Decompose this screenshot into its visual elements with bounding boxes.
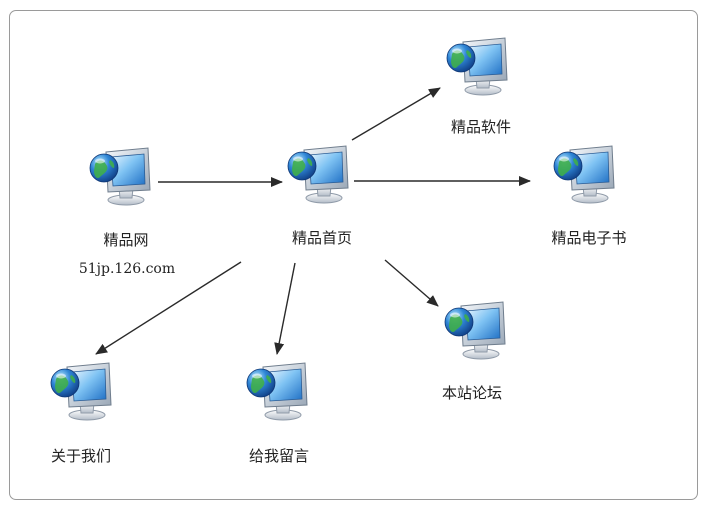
computer-monitor-icon [553, 145, 615, 204]
node-label: 本站论坛 [442, 384, 502, 402]
node-label: 精品电子书 [551, 229, 626, 247]
computer-monitor-icon [444, 301, 506, 360]
edge-shouye-to-liuyan [274, 262, 296, 355]
node-jingpin-shouye[interactable]: 精品首页 [287, 145, 352, 247]
node-jingpin-ruanjian[interactable]: 精品软件 [446, 37, 511, 136]
computer-monitor-icon [446, 37, 508, 96]
node-label: 关于我们 [51, 447, 111, 465]
node-jingpin-dianzishu[interactable]: 精品电子书 [551, 145, 627, 247]
computer-monitor-icon [50, 362, 112, 421]
edge-shouye-to-luntan [384, 259, 439, 307]
node-sublabel: 51jp.126.com [79, 261, 175, 277]
computer-monitor-icon [89, 147, 151, 206]
edges [95, 87, 531, 355]
node-label: 给我留言 [249, 447, 309, 465]
node-benzhan-luntan[interactable]: 本站论坛 [442, 301, 506, 402]
computer-monitor-icon [246, 362, 308, 421]
node-jingpin-wang[interactable]: 精品网 51jp.126.com [79, 147, 175, 277]
node-guanyu-women[interactable]: 关于我们 [50, 362, 112, 465]
node-label: 精品网 [103, 231, 148, 249]
computer-monitor-icon [287, 145, 349, 204]
node-label: 精品首页 [292, 229, 352, 247]
edge-shouye-to-ruanjian [351, 87, 441, 141]
node-gei-wo-liuyan[interactable]: 给我留言 [246, 362, 309, 465]
node-label: 精品软件 [451, 118, 511, 136]
edge-shouye-to-guanyu [95, 261, 242, 355]
diagram-frame [9, 10, 698, 500]
